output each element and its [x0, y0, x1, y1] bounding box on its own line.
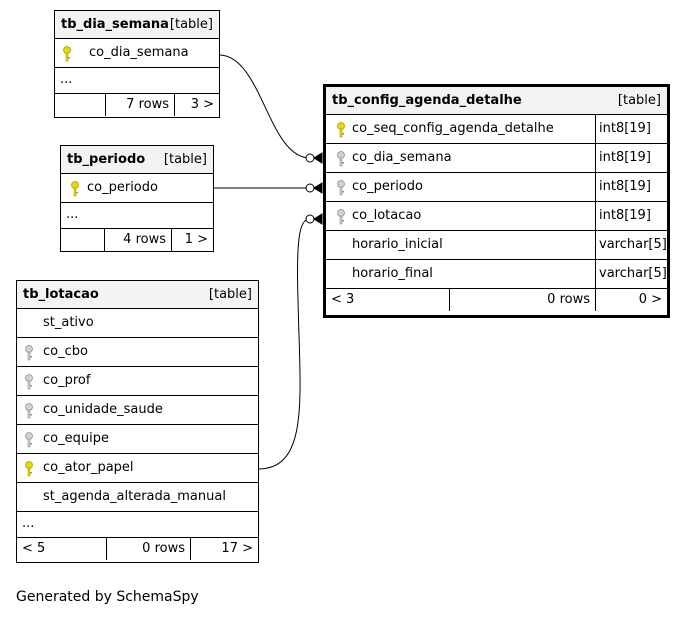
more-columns-ellipsis: ...	[55, 68, 219, 94]
column-row[interactable]: co_cbo	[17, 338, 258, 367]
more-columns-ellipsis: ...	[61, 203, 213, 229]
table-name: tb_dia_semana	[61, 17, 169, 32]
column-name: co_dia_semana	[89, 45, 189, 60]
table-footer: < 5 0 rows 17 >	[17, 538, 258, 560]
generated-by-note: Generated by SchemaSpy	[16, 589, 199, 605]
column-type: varchar[5]	[595, 231, 667, 259]
children-count: 0 >	[595, 289, 667, 311]
column-name: st_agenda_alterada_manual	[43, 489, 226, 504]
children-count: 3 >	[174, 94, 219, 116]
table-kind: [table]	[163, 152, 207, 167]
children-count: 17 >	[190, 538, 258, 560]
column-type: varchar[5]	[595, 260, 667, 288]
table-kind: [table]	[617, 93, 661, 108]
table-header: tb_periodo [table]	[61, 146, 213, 174]
table-tb-lotacao[interactable]: tb_lotacao [table] st_ativo co_cbo co_pr…	[16, 280, 259, 563]
column-type: int8[19]	[595, 144, 667, 172]
foreign-key-icon	[25, 403, 33, 419]
more-columns-ellipsis: ...	[17, 512, 258, 538]
primary-key-icon	[63, 46, 71, 62]
column-type: int8[19]	[595, 202, 667, 230]
column-row[interactable]: horario_inicial varchar[5]	[326, 231, 667, 260]
column-row[interactable]: co_periodo	[61, 174, 213, 203]
column-row[interactable]: st_agenda_alterada_manual	[17, 483, 258, 512]
parents-count: < 5	[22, 541, 46, 556]
column-row[interactable]: co_unidade_saude	[17, 396, 258, 425]
column-row[interactable]: co_dia_semana int8[19]	[326, 144, 667, 173]
parents-count	[55, 94, 105, 116]
foreign-key-icon	[337, 209, 345, 225]
table-tb-periodo[interactable]: tb_periodo [table] co_periodo ... 4 rows…	[60, 145, 214, 252]
column-row[interactable]: co_periodo int8[19]	[326, 173, 667, 202]
relation-dia-semana-line	[218, 54, 311, 159]
column-name: co_cbo	[43, 344, 88, 359]
foreign-key-icon	[337, 180, 345, 196]
column-row[interactable]: co_ator_papel	[17, 454, 258, 483]
column-row[interactable]: co_equipe	[17, 425, 258, 454]
column-name: horario_final	[352, 266, 433, 281]
table-header: tb_lotacao [table]	[17, 281, 258, 309]
relation-lotacao-line	[257, 218, 311, 470]
column-name: horario_inicial	[352, 237, 443, 252]
table-name: tb_lotacao	[23, 287, 99, 302]
table-name: tb_config_agenda_detalhe	[332, 93, 522, 108]
primary-key-icon	[337, 122, 345, 138]
column-name: co_dia_semana	[352, 150, 452, 165]
table-header: tb_config_agenda_detalhe [table]	[326, 87, 667, 115]
table-kind: [table]	[169, 17, 213, 32]
parents-count: < 3	[331, 292, 355, 307]
column-name: co_prof	[43, 373, 91, 388]
foreign-key-icon	[25, 374, 33, 390]
table-footer: < 3 0 rows 0 >	[326, 289, 667, 311]
primary-key-icon	[71, 181, 79, 197]
column-row[interactable]: co_dia_semana	[55, 39, 219, 68]
table-tb-dia-semana[interactable]: tb_dia_semana [table] co_dia_semana ... …	[54, 10, 220, 118]
column-type: int8[19]	[595, 115, 667, 143]
column-name: st_ativo	[43, 315, 94, 330]
parents-count	[61, 229, 104, 251]
column-name: co_unidade_saude	[43, 402, 163, 417]
row-count: 0 rows	[106, 538, 190, 560]
foreign-key-icon	[337, 151, 345, 167]
table-tb-config-agenda-detalhe[interactable]: tb_config_agenda_detalhe [table] co_seq_…	[323, 84, 670, 318]
table-kind: [table]	[208, 287, 252, 302]
table-header: tb_dia_semana [table]	[55, 11, 219, 39]
column-name: co_lotacao	[352, 208, 422, 223]
table-name: tb_periodo	[67, 152, 146, 167]
column-row[interactable]: co_prof	[17, 367, 258, 396]
column-type: int8[19]	[595, 173, 667, 201]
primary-key-icon	[25, 461, 33, 477]
column-name: co_periodo	[87, 180, 158, 195]
row-count: 0 rows	[449, 289, 595, 311]
column-name: co_periodo	[352, 179, 423, 194]
column-row[interactable]: horario_final varchar[5]	[326, 260, 667, 289]
column-row[interactable]: st_ativo	[17, 309, 258, 338]
column-name: co_seq_config_agenda_detalhe	[352, 121, 554, 136]
crowsfoot-markers	[305, 152, 323, 225]
column-name: co_ator_papel	[43, 460, 134, 475]
column-name: co_equipe	[43, 431, 109, 446]
children-count: 1 >	[171, 229, 213, 251]
row-count: 4 rows	[104, 229, 171, 251]
column-row[interactable]: co_lotacao int8[19]	[326, 202, 667, 231]
column-row[interactable]: co_seq_config_agenda_detalhe int8[19]	[326, 115, 667, 144]
table-footer: 7 rows 3 >	[55, 94, 219, 116]
table-footer: 4 rows 1 >	[61, 229, 213, 251]
foreign-key-icon	[25, 432, 33, 448]
row-count: 7 rows	[105, 94, 174, 116]
foreign-key-icon	[25, 345, 33, 361]
